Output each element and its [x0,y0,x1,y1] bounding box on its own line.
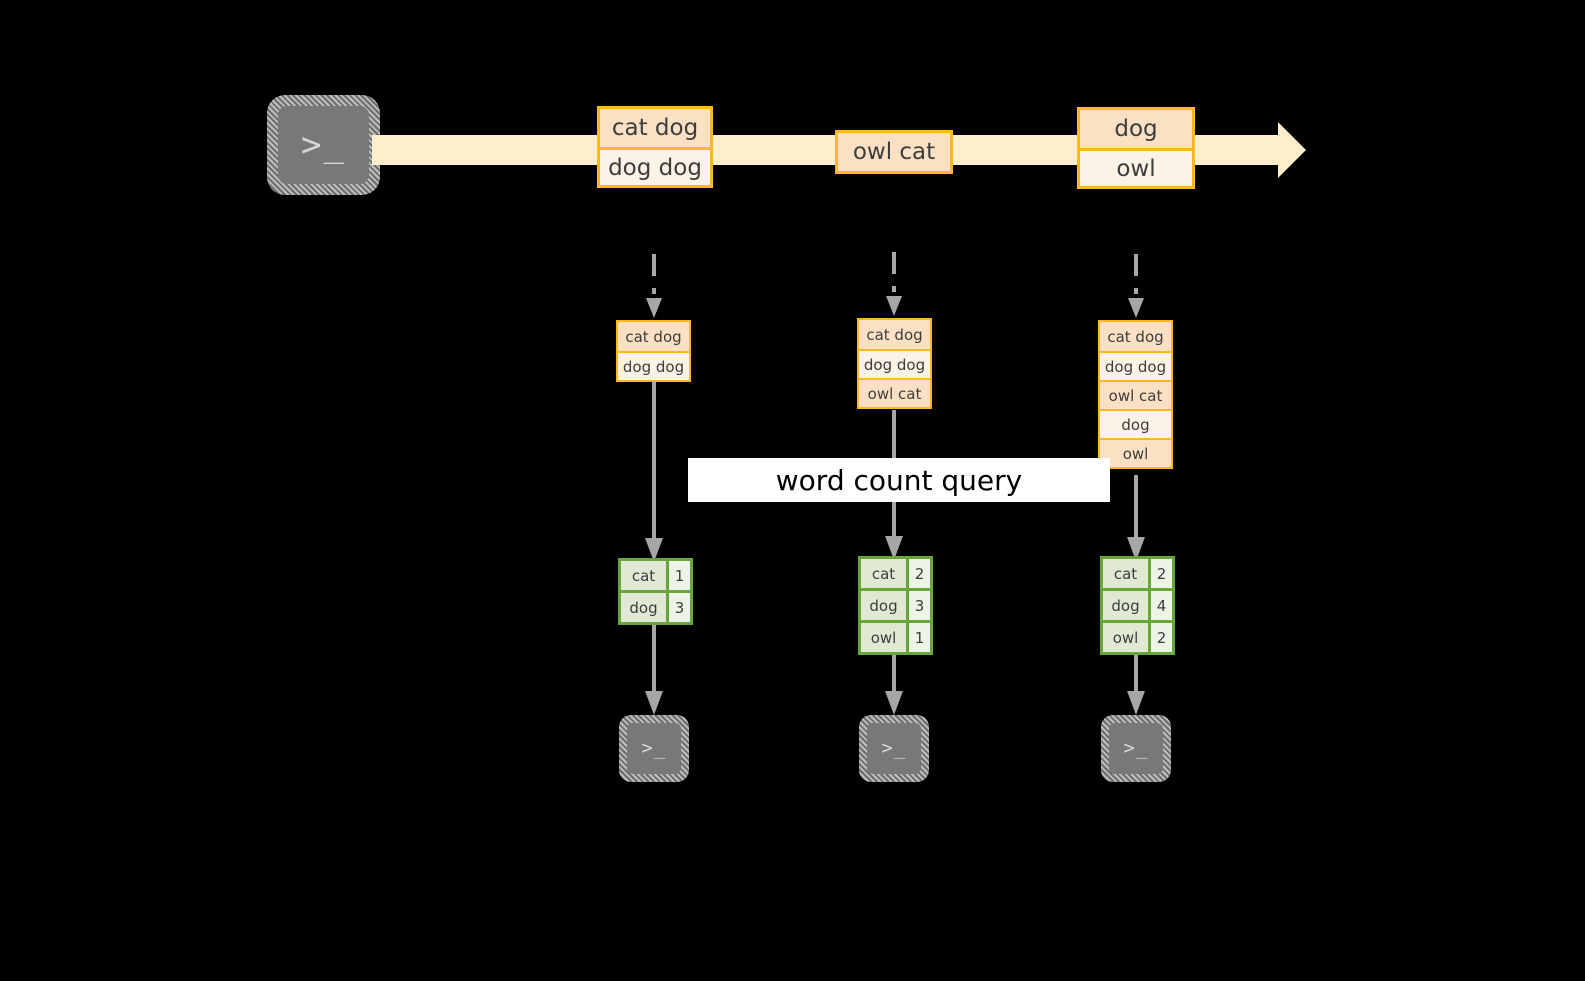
result-word: cat [1103,559,1148,588]
terminal-prompt-glyph: >_ [881,737,907,759]
event-line: owl [1080,148,1192,186]
result-count: 1 [666,561,690,590]
snapshot-line: cat dog [618,322,689,351]
terminal-prompt-glyph: >_ [641,737,667,759]
table-row: dog 3 [621,590,690,622]
result-count: 4 [1148,591,1172,620]
terminal-screen [867,723,921,774]
terminal-prompt-glyph: >_ [1123,737,1149,759]
sink-arrow-3 [1127,655,1145,715]
sink-terminal-icon-3: >_ [1101,715,1171,782]
result-word: dog [621,593,666,622]
dashed-arrow-to-snapshot-1 [646,254,662,320]
snapshot-1-table: cat dog dog dog [616,320,691,382]
table-row: dog 3 [861,588,930,620]
result-word: owl [1103,623,1148,652]
result-word: dog [1103,591,1148,620]
result-count: 2 [1148,559,1172,588]
dashed-arrow-to-snapshot-3 [1128,254,1144,320]
sink-terminal-icon-2: >_ [859,715,929,782]
query-label: word count query [688,458,1110,502]
event-line: owl cat [838,133,950,171]
snapshot-line: cat dog [1100,322,1171,351]
snapshot-2-table: cat dog dog dog owl cat [857,318,932,409]
terminal-prompt-glyph: >_ [300,125,347,165]
snapshot-line: cat dog [859,320,930,349]
result-table-3: cat 2 dog 4 owl 2 [1100,556,1175,655]
stream-event-3: dog owl [1077,107,1195,189]
result-table-2: cat 2 dog 3 owl 1 [858,556,933,655]
source-terminal-icon: >_ [267,95,380,195]
event-line: dog [1080,110,1192,148]
snapshot-line: owl cat [1100,380,1171,409]
result-count: 3 [906,591,930,620]
table-row: owl 2 [1103,620,1172,652]
result-word: cat [621,561,666,590]
result-count: 2 [1148,623,1172,652]
sink-arrow-2 [885,655,903,715]
result-table-1: cat 1 dog 3 [618,558,693,625]
table-row: dog 4 [1103,588,1172,620]
result-count: 2 [906,559,930,588]
event-line: dog dog [600,147,710,185]
sink-terminal-icon-1: >_ [619,715,689,782]
table-row: cat 2 [861,559,930,588]
terminal-screen [1109,723,1163,774]
result-count: 3 [666,593,690,622]
snapshot-3-table: cat dog dog dog owl cat dog owl [1098,320,1173,469]
stream-event-2: owl cat [835,130,953,174]
dashed-arrow-to-snapshot-2 [886,252,902,318]
event-line: cat dog [600,109,710,147]
table-row: cat 2 [1103,559,1172,588]
snapshot-line: owl cat [859,378,930,407]
table-row: cat 1 [621,561,690,590]
stream-event-1: cat dog dog dog [597,106,713,188]
snapshot-line: dog [1100,409,1171,438]
result-count: 1 [906,623,930,652]
result-word: cat [861,559,906,588]
terminal-screen [627,723,681,774]
snapshot-line: dog dog [859,349,930,378]
table-row: owl 1 [861,620,930,652]
sink-arrow-1 [645,625,663,715]
result-word: owl [861,623,906,652]
terminal-screen [278,106,369,184]
query-arrow-3 [1127,475,1145,561]
snapshot-line: dog dog [618,351,689,380]
snapshot-line: owl [1100,438,1171,467]
snapshot-line: dog dog [1100,351,1171,380]
query-arrow-1 [645,382,663,562]
query-label-text: word count query [775,463,1023,497]
result-word: dog [861,591,906,620]
